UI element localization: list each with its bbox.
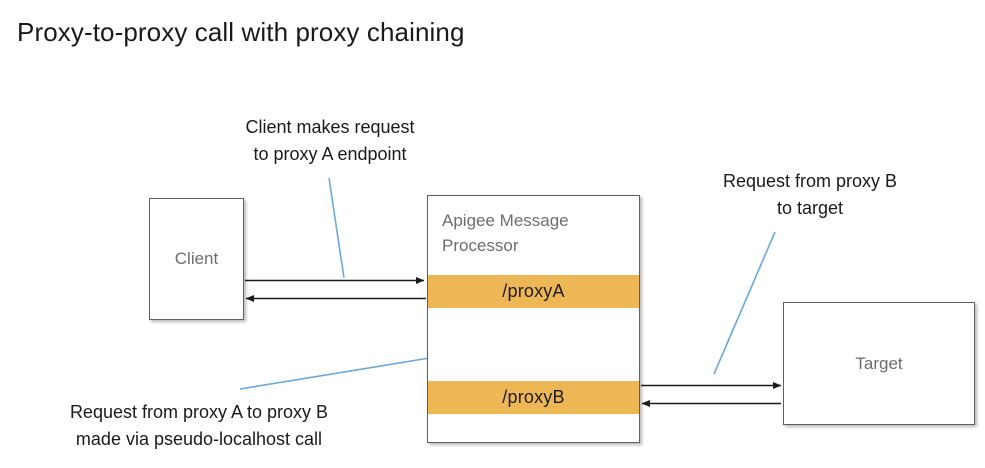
proxy-b-band[interactable]: /proxyB: [428, 381, 639, 414]
client-node-label: Client: [174, 249, 219, 268]
annotation-chained-request: Request from proxy A to proxy B made via…: [69, 402, 329, 449]
target-node-label: Target: [855, 354, 903, 373]
annotation-target-request: Request from proxy B to target: [722, 171, 898, 218]
annotation-client-request: Client makes request to proxy A endpoint: [245, 117, 415, 164]
leader-line-target-annotation: [713, 231, 776, 375]
message-processor-node[interactable]: Apigee Message Processor /proxyA /proxyB: [427, 195, 640, 443]
proxy-b-label: /proxyB: [502, 387, 565, 407]
target-node[interactable]: Target: [783, 302, 975, 425]
client-node[interactable]: Client: [149, 198, 244, 320]
message-processor-title: Apigee Message Processor: [442, 211, 569, 255]
proxy-a-label: /proxyA: [502, 281, 565, 301]
page-title: Proxy-to-proxy call with proxy chaining: [17, 17, 465, 47]
leader-line-client-annotation: [328, 177, 345, 279]
proxy-a-band[interactable]: /proxyA: [428, 275, 639, 308]
